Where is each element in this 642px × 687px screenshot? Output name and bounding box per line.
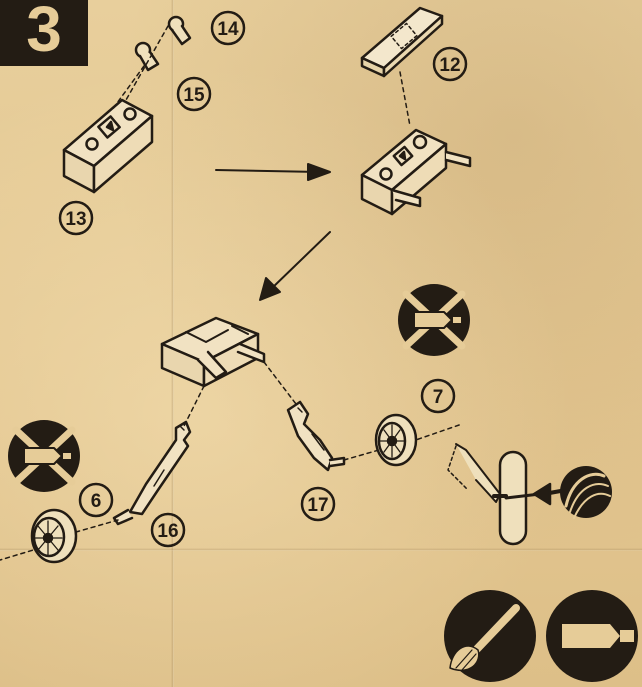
glue-tube-icon <box>546 590 638 682</box>
part-7-wheel <box>376 415 416 465</box>
part-13-block <box>64 100 152 192</box>
arrow-right <box>216 164 330 180</box>
fuselage-part <box>162 318 264 386</box>
part-label-14: 14 <box>212 12 244 44</box>
svg-text:13: 13 <box>65 209 86 230</box>
part-14-pin <box>169 17 190 44</box>
paint-brush-icon <box>444 590 536 682</box>
arrow-down-left <box>260 232 330 300</box>
svg-text:7: 7 <box>433 387 444 408</box>
svg-text:6: 6 <box>91 491 102 512</box>
dashed-guides-upper <box>112 26 410 126</box>
part-17-gear-leg <box>288 402 344 470</box>
part-label-16: 16 <box>152 514 184 546</box>
no-glue-icon <box>8 420 80 492</box>
wheel-detail-assembly <box>448 444 540 544</box>
part-label-6: 6 <box>80 484 112 516</box>
part-label-13: 13 <box>60 202 92 234</box>
no-glue-icon <box>398 284 470 356</box>
part-6-wheel <box>32 510 76 562</box>
part-16-gear-leg <box>114 422 190 524</box>
part-label-7: 7 <box>422 380 454 412</box>
svg-text:16: 16 <box>157 521 178 542</box>
part-label-12: 12 <box>434 48 466 80</box>
svg-text:12: 12 <box>439 55 460 76</box>
part-label-15: 15 <box>178 78 210 110</box>
paint-arrow-icon <box>534 466 612 518</box>
svg-text:14: 14 <box>217 19 239 40</box>
part-label-17: 17 <box>302 488 334 520</box>
part-15-pin <box>136 43 158 70</box>
svg-text:17: 17 <box>307 495 328 516</box>
part-12-plate <box>362 8 442 76</box>
assembly-upper <box>362 130 470 214</box>
svg-text:15: 15 <box>183 85 205 106</box>
